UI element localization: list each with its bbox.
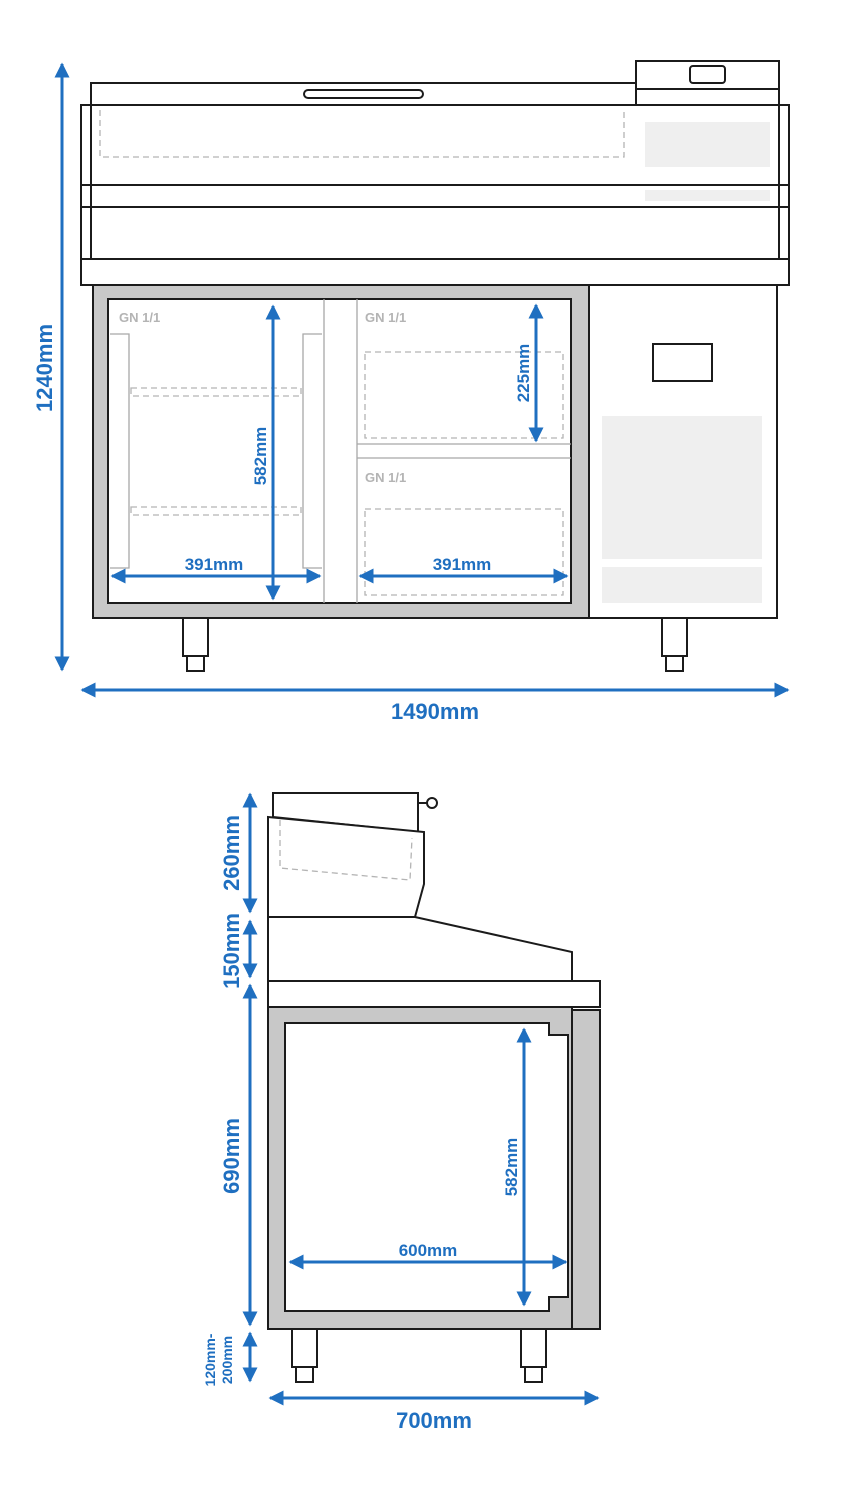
- mid-section-label: 150mm: [219, 913, 244, 989]
- side-view: 260mm 150mm 690mm 120mm- 200mm 582mm 600…: [202, 792, 601, 1433]
- side-worktop: [267, 980, 601, 1008]
- vent-grille-bottom: [602, 567, 762, 603]
- compartment-height-label: 582mm: [251, 427, 270, 486]
- worktop: [80, 258, 790, 286]
- drawer-pan-bottom: [364, 508, 564, 596]
- left-rail: [110, 333, 130, 569]
- drawer-height-label: 225mm: [514, 344, 533, 403]
- drawer-pan-top: [364, 351, 564, 439]
- gn-label-top-right: GN 1/1: [365, 310, 406, 325]
- top-section-label: 260mm: [219, 815, 244, 891]
- shelf-upper: [130, 387, 302, 397]
- side-legs: [291, 1328, 547, 1383]
- gn-label-left: GN 1/1: [119, 310, 160, 325]
- right-width-label: 391mm: [433, 555, 492, 574]
- pan-outline: [99, 110, 625, 158]
- gn-label-bottom-right: GN 1/1: [365, 470, 406, 485]
- controller-display: [652, 343, 713, 382]
- interior-width-label: 600mm: [399, 1241, 458, 1260]
- front-legs: [182, 617, 688, 672]
- vent-grille: [602, 416, 762, 559]
- cabinet-interior: [107, 298, 572, 604]
- side-door: [571, 1009, 601, 1330]
- canopy-knob: [426, 797, 438, 809]
- depth-label: 700mm: [396, 1408, 472, 1433]
- shelf-lower: [130, 506, 302, 516]
- body-height-label: 690mm: [219, 1118, 244, 1194]
- side-interior: [284, 1022, 569, 1312]
- side-display: [267, 815, 425, 918]
- display-panel: [689, 65, 726, 84]
- right-rail: [302, 333, 322, 569]
- front-view: GN 1/1 GN 1/1 GN 1/1 1240mm 1490mm 582mm…: [32, 60, 790, 724]
- width-label: 1490mm: [391, 699, 479, 724]
- vent-panel: [645, 122, 770, 167]
- back-panel: [80, 206, 790, 260]
- side-slope: [267, 916, 573, 982]
- interior-height-label: 582mm: [502, 1138, 521, 1197]
- canopy-handle: [303, 89, 424, 99]
- height-label: 1240mm: [32, 324, 57, 412]
- leg-height-label-line2: 200mm: [219, 1336, 235, 1384]
- left-width-label: 391mm: [185, 555, 244, 574]
- leg-height-label-line1: 120mm-: [202, 1333, 218, 1386]
